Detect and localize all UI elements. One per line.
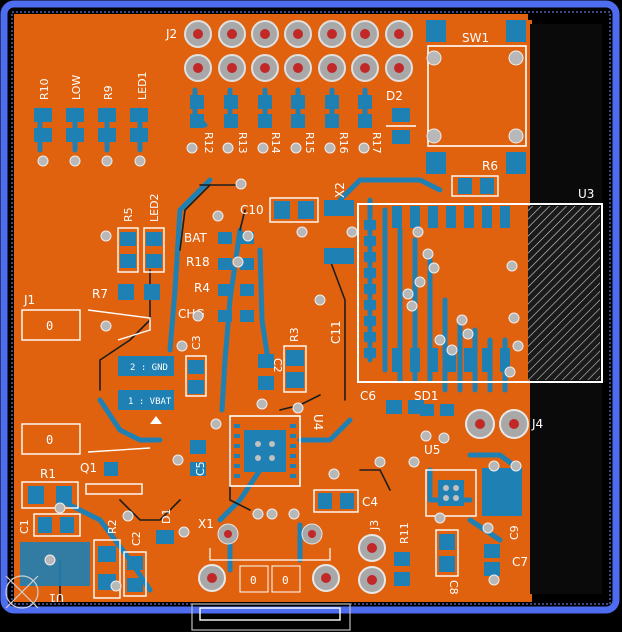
c11-label: C11 (329, 320, 343, 344)
j1-pad2-label: 0 (46, 433, 53, 447)
u1-label: U1 (49, 591, 64, 604)
c11-capacitor[interactable]: C11 (324, 200, 354, 344)
c3-r3[interactable]: C3 R3 C2 (185, 327, 307, 397)
r7-label: R7 (92, 287, 108, 301)
bat-label: BAT (184, 231, 208, 245)
c4-capacitor[interactable]: C4 (313, 489, 378, 513)
d1-diode[interactable]: D1 (156, 509, 174, 544)
r4-label: R4 (194, 281, 210, 295)
c6-label: C6 (360, 389, 376, 403)
x1-pad1-label: 0 (250, 574, 257, 587)
c5-capacitor[interactable]: C5 (190, 440, 207, 476)
r5-led2[interactable]: R5 LED2 (117, 193, 165, 273)
r5-label: R5 (122, 207, 135, 222)
q1-label: Q1 (80, 461, 97, 475)
c2-bottom-label: C2 (130, 531, 143, 546)
x1-pad2-label: 0 (282, 574, 289, 587)
q1-r1[interactable]: Q1 R1 (21, 461, 143, 509)
bottom-edge-connector[interactable] (191, 603, 351, 631)
c6-sd1[interactable]: C6 SD1 (360, 389, 454, 416)
low-label: LOW (70, 75, 83, 100)
r18-label: R18 (186, 255, 210, 269)
r1-label: R1 (40, 467, 56, 481)
x1-label: X1 (198, 517, 214, 531)
bat-gnd-label: 2 : GND (130, 363, 168, 373)
u3-sd-socket (528, 206, 600, 380)
r13-label: R13 (236, 132, 249, 154)
r16-label: R16 (337, 132, 350, 154)
sd1-label: SD1 (414, 389, 439, 403)
bottom-left-cluster[interactable]: C1 U1 R2 C2 (18, 513, 147, 604)
r12-label: R12 (202, 132, 215, 154)
u5-label: U5 (424, 443, 440, 457)
top-traces (59, 184, 391, 601)
x2-label: X2 (333, 182, 347, 198)
j4-label: J4 (531, 417, 543, 431)
u5-ic[interactable]: U5 (424, 443, 522, 517)
u4-label: U4 (311, 414, 325, 430)
r12-r17-resistors[interactable]: R12 R13 R14 R15 R16 R17 (190, 95, 383, 154)
c8-label: C8 (447, 580, 460, 595)
d1-label: D1 (160, 509, 173, 524)
r11-j3[interactable]: R11 J3 (358, 520, 411, 594)
c3-label: C3 (190, 335, 203, 350)
d2-diode[interactable]: D2 (386, 89, 416, 144)
j3-label: J3 (368, 520, 381, 531)
j2-label: J2 (165, 27, 177, 41)
r17-label: R17 (370, 132, 383, 154)
j1-label: J1 (23, 293, 35, 307)
led2-label: LED2 (148, 193, 161, 222)
c10-label: C10 (240, 203, 264, 217)
r9-label: R9 (102, 85, 115, 100)
r6-label: R6 (482, 159, 498, 173)
c1-label: C1 (18, 519, 31, 534)
u4-qfn[interactable]: U4 (229, 414, 325, 487)
j4-connector[interactable]: J4 (465, 409, 543, 439)
c9-label: C9 (508, 525, 521, 540)
x1-crystal[interactable]: X1 0 0 (198, 517, 340, 593)
led1-label: LED1 (136, 71, 149, 100)
c7-label: C7 (512, 555, 528, 569)
c4-label: C4 (362, 495, 378, 509)
c7-c8-c9[interactable]: C9 C7 C8 (435, 525, 528, 595)
origin-marker-icon (5, 575, 39, 609)
r6-resistor[interactable]: R6 (451, 159, 499, 197)
c2-label: C2 (271, 358, 284, 373)
r3-label: R3 (288, 327, 301, 342)
r15-label: R15 (303, 132, 316, 154)
left-leds[interactable]: R10 LOW R9 LED1 (34, 71, 149, 142)
c10-capacitor[interactable]: C10 (240, 197, 319, 223)
u3-outline[interactable]: U3 (357, 187, 603, 383)
r10-label: R10 (38, 78, 51, 100)
r14-label: R14 (269, 132, 282, 154)
pin1-triangle-icon (150, 416, 162, 424)
vias (37, 142, 524, 592)
d2-label: D2 (386, 89, 403, 103)
r7-resistor[interactable]: R7 (92, 284, 160, 301)
c5-label: C5 (194, 461, 207, 476)
j2-header[interactable]: J2 (165, 20, 413, 82)
sw1-label: SW1 (462, 31, 489, 45)
j1-pad1-label: 0 (46, 319, 53, 333)
sw1-switch[interactable]: SW1 (426, 20, 527, 174)
j1-battery-connector[interactable]: J1 0 0 2 : GND 1 : VBAT (21, 293, 174, 455)
r11-label: R11 (398, 522, 411, 544)
r2-label: R2 (106, 519, 119, 534)
bat-vbat-label: 1 : VBAT (128, 397, 172, 407)
u3-label: U3 (578, 187, 594, 201)
